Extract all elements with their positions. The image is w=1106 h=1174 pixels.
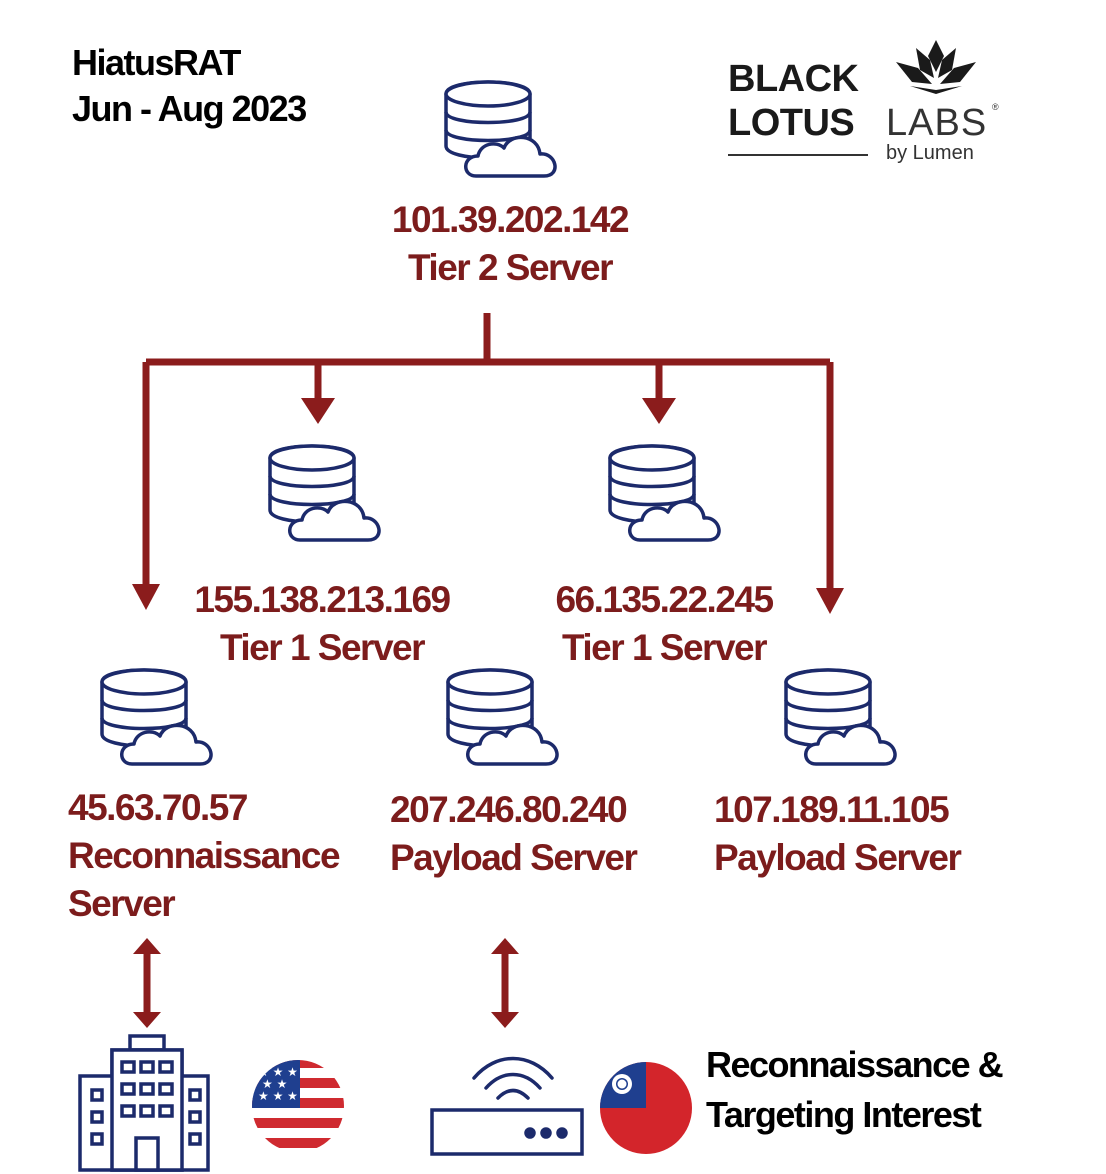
svg-text:★ ★: ★ ★: [262, 1077, 287, 1091]
arrow-to-payload-b: [816, 588, 844, 614]
logo-by-lumen-text: by Lumen: [886, 142, 974, 164]
tier2-ip: 101.39.202.142: [391, 199, 630, 240]
svg-text:★ ★ ★: ★ ★ ★: [258, 1089, 298, 1103]
targeting-line-1: Reconnaissance &: [706, 1044, 1004, 1085]
tier1-a-ip: 155.138.213.169: [194, 579, 451, 620]
tier1-a-role: Tier 1 Server: [219, 627, 426, 668]
recon-target-arrow: [133, 938, 161, 1028]
payload-a-server-icon: [446, 668, 559, 766]
payload-b-ip: 107.189.11.105: [714, 789, 950, 830]
arrow-to-tier1-b: [642, 398, 676, 424]
black-lotus-labs-logo: BLACK LOTUS LABS ® by Lumen: [728, 38, 1008, 168]
targeting-interest-label: Reconnaissance & Targeting Interest: [706, 1040, 1004, 1140]
tier1-b-ip: 66.135.22.245: [555, 579, 774, 620]
payload-target-arrow: [491, 938, 519, 1028]
recon-role-line-1: Reconnaissance: [68, 835, 341, 876]
logo-registered-mark: ®: [992, 102, 999, 112]
logo-black-text: BLACK: [728, 58, 859, 100]
tier1-b-label: 66.135.22.245 Tier 1 Server: [555, 576, 774, 672]
connector-lines: [142, 313, 834, 588]
tier1-b-role: Tier 1 Server: [561, 627, 768, 668]
tier2-label: 101.39.202.142 Tier 2 Server: [391, 196, 630, 292]
recon-role-line-2: Server: [68, 883, 176, 924]
recon-ip: 45.63.70.57: [68, 787, 248, 828]
payload-b-label: 107.189.11.105 Payload Server: [714, 786, 962, 882]
logo-lotus-text: LOTUS: [728, 102, 855, 144]
payload-b-server-icon: [784, 668, 897, 766]
tier1-a-label: 155.138.213.169 Tier 1 Server: [194, 576, 451, 672]
us-flag-icon: ★ ★ ★ ★ ★ ★ ★ ★: [252, 1060, 344, 1152]
tier1-b-server-icon: [608, 444, 721, 542]
arrow-heads: [132, 398, 844, 614]
logo-labs-text: LABS: [886, 102, 988, 144]
wifi-router-icon: [430, 1056, 584, 1156]
lotus-icon: [896, 40, 976, 94]
payload-a-role: Payload Server: [390, 837, 638, 878]
taiwan-flag-icon: [600, 1062, 692, 1154]
payload-b-role: Payload Server: [714, 837, 962, 878]
tier1-a-server-icon: [268, 444, 381, 542]
targeting-line-2: Targeting Interest: [706, 1094, 982, 1135]
recon-server-icon: [100, 668, 213, 766]
payload-a-label: 207.246.80.240 Payload Server: [390, 786, 638, 882]
payload-a-ip: 207.246.80.240: [390, 789, 628, 830]
title-line-2: Jun - Aug 2023: [72, 88, 307, 129]
diagram-title: HiatusRAT Jun - Aug 2023: [72, 40, 307, 132]
recon-label: 45.63.70.57 Reconnaissance Server: [68, 784, 341, 928]
arrow-to-tier1-a: [301, 398, 335, 424]
arrow-to-recon: [132, 584, 160, 610]
title-line-1: HiatusRAT: [72, 42, 241, 83]
office-building-icon: [78, 1034, 210, 1172]
logo-divider: [728, 154, 868, 156]
tier2-server-icon: [444, 80, 557, 178]
tier2-role: Tier 2 Server: [407, 247, 614, 288]
